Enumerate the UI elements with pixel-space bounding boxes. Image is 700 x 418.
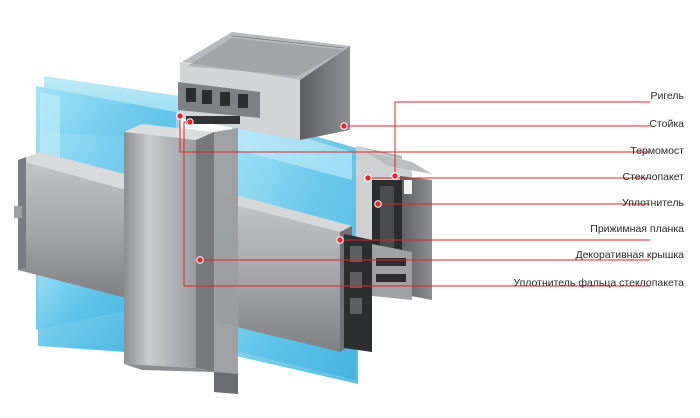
- label-prizhimnaya-planka: Прижимная планка: [590, 223, 684, 235]
- label-steklopaket: Стеклопакет: [623, 171, 685, 183]
- pressure-plate: [344, 234, 412, 352]
- label-termomost: Термомост: [630, 145, 684, 157]
- marker-dekorativnaya: [196, 256, 204, 264]
- marker-stoika: [340, 122, 348, 130]
- leader-rigel: [394, 101, 650, 176]
- thermal-break-profile: [178, 82, 260, 124]
- marker-steklopaket: [364, 174, 372, 182]
- marker-uplotnitel-faltsa: [186, 118, 194, 126]
- marker-dots: [176, 112, 399, 264]
- label-stoika: Стойка: [649, 118, 684, 130]
- decorative-cover-left: [14, 152, 148, 298]
- label-rigel: Ригель: [650, 90, 684, 102]
- leader-termomost: [179, 116, 650, 153]
- label-dekorativnaya-kryshka: Декоративная крышка: [575, 249, 684, 261]
- label-uplotnitel: Уплотнитель: [622, 197, 685, 209]
- label-uplotnitel-faltsa: Уплотнитель фальца стеклопакета: [513, 277, 684, 289]
- marker-termomost: [176, 112, 184, 120]
- marker-rigel: [391, 172, 399, 180]
- marker-prizhimnaya: [336, 236, 344, 244]
- callout-labels: Ригель Стойка Термомост Стеклопакет Упло…: [513, 90, 684, 289]
- decorative-cover-vertical: [124, 124, 238, 394]
- marker-uplotnitel: [374, 200, 382, 208]
